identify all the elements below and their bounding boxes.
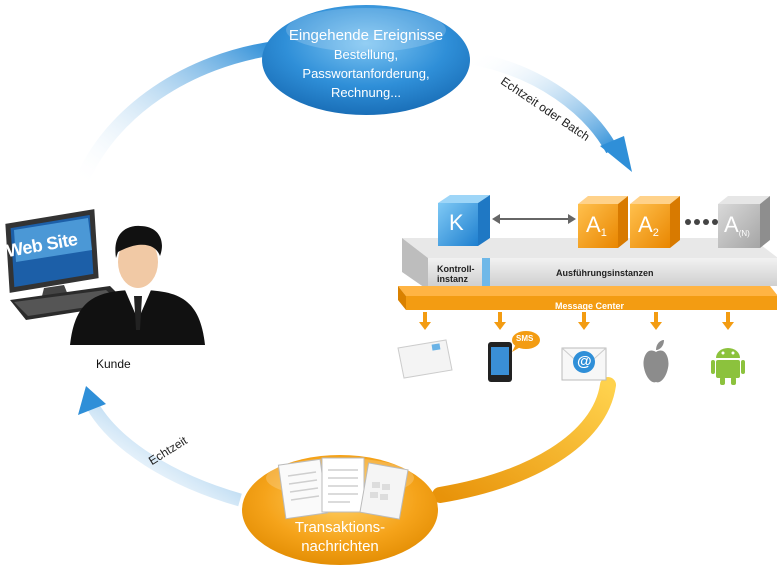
platform <box>398 238 777 310</box>
control-instance-label: Kontroll- instanz <box>437 264 475 284</box>
email-icon <box>561 347 607 381</box>
transaction-messages-line-1: Transaktions- <box>294 519 386 536</box>
android-icon <box>711 348 745 385</box>
incoming-events-line-2: Passwortanforderung, <box>302 66 430 81</box>
instance-a2-label: A2 <box>638 212 659 239</box>
incoming-events-text: Eingehende Ereignisse Bestellung, Passwo… <box>270 26 462 102</box>
ellipsis-dots <box>685 219 718 225</box>
incoming-events-line-3: Rechnung... <box>330 85 402 100</box>
transaction-messages-text: Transaktions- nachrichten <box>262 518 418 556</box>
at-symbol: @ <box>577 353 592 370</box>
letter-icon <box>397 339 453 379</box>
execution-instances-label: Ausführungsinstanzen <box>556 268 654 278</box>
execution-instance-an-cube <box>718 196 770 248</box>
instance-a1-label: A1 <box>586 212 607 239</box>
arrowhead-left <box>78 386 106 415</box>
arrowhead-right <box>600 136 632 172</box>
connection-arrow <box>492 214 576 224</box>
flow-arc-right-top <box>468 51 618 154</box>
channel-arrows <box>419 312 734 330</box>
instance-an-label: A(N) <box>724 212 750 238</box>
incoming-events-title: Eingehende Ereignisse <box>288 27 444 44</box>
apple-icon <box>643 340 669 383</box>
control-box-label: K <box>449 210 464 235</box>
sms-phone-icon <box>488 331 540 382</box>
computer-icon <box>5 209 128 320</box>
message-center-label: Message Center <box>555 301 625 311</box>
execution-instance-a1-cube <box>578 196 628 248</box>
documents-icon <box>277 457 409 520</box>
control-instance-cube <box>438 195 490 246</box>
customer-avatar <box>70 225 205 345</box>
incoming-events-line-1: Bestellung, <box>333 47 399 62</box>
incoming-events-bubble <box>262 5 470 115</box>
customer-label: Kunde <box>96 357 131 371</box>
sms-badge: SMS <box>516 334 534 343</box>
flow-arc-left-bottom <box>86 401 242 507</box>
execution-instance-a2-cube <box>630 196 680 248</box>
transaction-messages-line-2: nachrichten <box>301 538 379 555</box>
flow-arc-right-bottom <box>432 377 616 503</box>
flow-arc-left-top <box>73 41 282 192</box>
